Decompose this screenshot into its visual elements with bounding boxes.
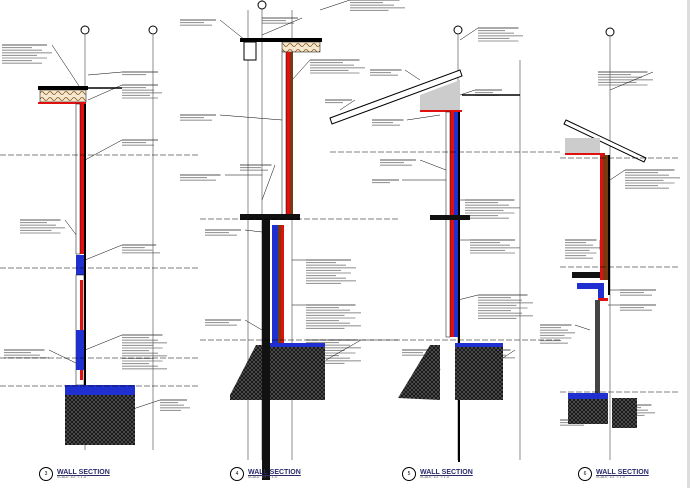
leader-line bbox=[219, 114, 283, 121]
leader-line bbox=[457, 294, 479, 301]
leader-line bbox=[404, 69, 421, 81]
leader-line bbox=[261, 164, 276, 201]
section-scale: SCALE: 1/2" = 1'-0" bbox=[57, 474, 88, 479]
section-scale: SCALE: 1/2" = 1'-0" bbox=[248, 474, 279, 479]
leader-line bbox=[459, 89, 476, 96]
leader-line bbox=[325, 339, 362, 361]
leader-line bbox=[261, 17, 303, 36]
grid-bubble bbox=[148, 25, 158, 35]
leader-line bbox=[291, 59, 311, 81]
section-title: WALL SECTION bbox=[248, 468, 301, 476]
grid-bubble bbox=[605, 27, 615, 37]
grid-bubble bbox=[80, 25, 90, 35]
sheet-border bbox=[687, 0, 690, 488]
wall-section-4 bbox=[200, 0, 400, 480]
section-title: WALL SECTION bbox=[57, 468, 110, 476]
section-scale: SCALE: 1/2" = 1'-0" bbox=[420, 474, 451, 479]
section-number-bubble: 4 bbox=[230, 467, 244, 481]
leader-line bbox=[84, 139, 123, 161]
section-scale: SCALE: 1/2" = 1'-0" bbox=[596, 474, 627, 479]
leader-line bbox=[84, 244, 123, 261]
wall-section-5 bbox=[329, 25, 560, 462]
leader-line bbox=[48, 349, 81, 366]
section-number-bubble: 3 bbox=[39, 467, 53, 481]
section-number-bubble: 6 bbox=[578, 467, 592, 481]
leader-line bbox=[609, 169, 626, 181]
section-number-bubble: 5 bbox=[402, 467, 416, 481]
leader-line bbox=[219, 19, 246, 41]
section-title: WALL SECTION bbox=[420, 468, 473, 476]
leader-line bbox=[244, 229, 263, 233]
leader-line bbox=[419, 159, 447, 171]
leader-line bbox=[574, 324, 591, 331]
grid-bubble bbox=[453, 25, 463, 35]
leader-line bbox=[609, 71, 654, 91]
grid-bubble bbox=[257, 0, 267, 10]
leader-line bbox=[339, 99, 356, 111]
leader-line bbox=[84, 334, 123, 351]
callout-notes bbox=[2, 0, 680, 426]
leader-line bbox=[87, 71, 123, 76]
wall-section-6 bbox=[560, 27, 680, 460]
leader-line bbox=[459, 27, 479, 41]
leader-line bbox=[244, 319, 263, 331]
section-title: WALL SECTION bbox=[596, 468, 649, 476]
wall-section-3 bbox=[0, 25, 200, 450]
leader-line bbox=[406, 114, 441, 121]
leader-line bbox=[319, 0, 351, 11]
